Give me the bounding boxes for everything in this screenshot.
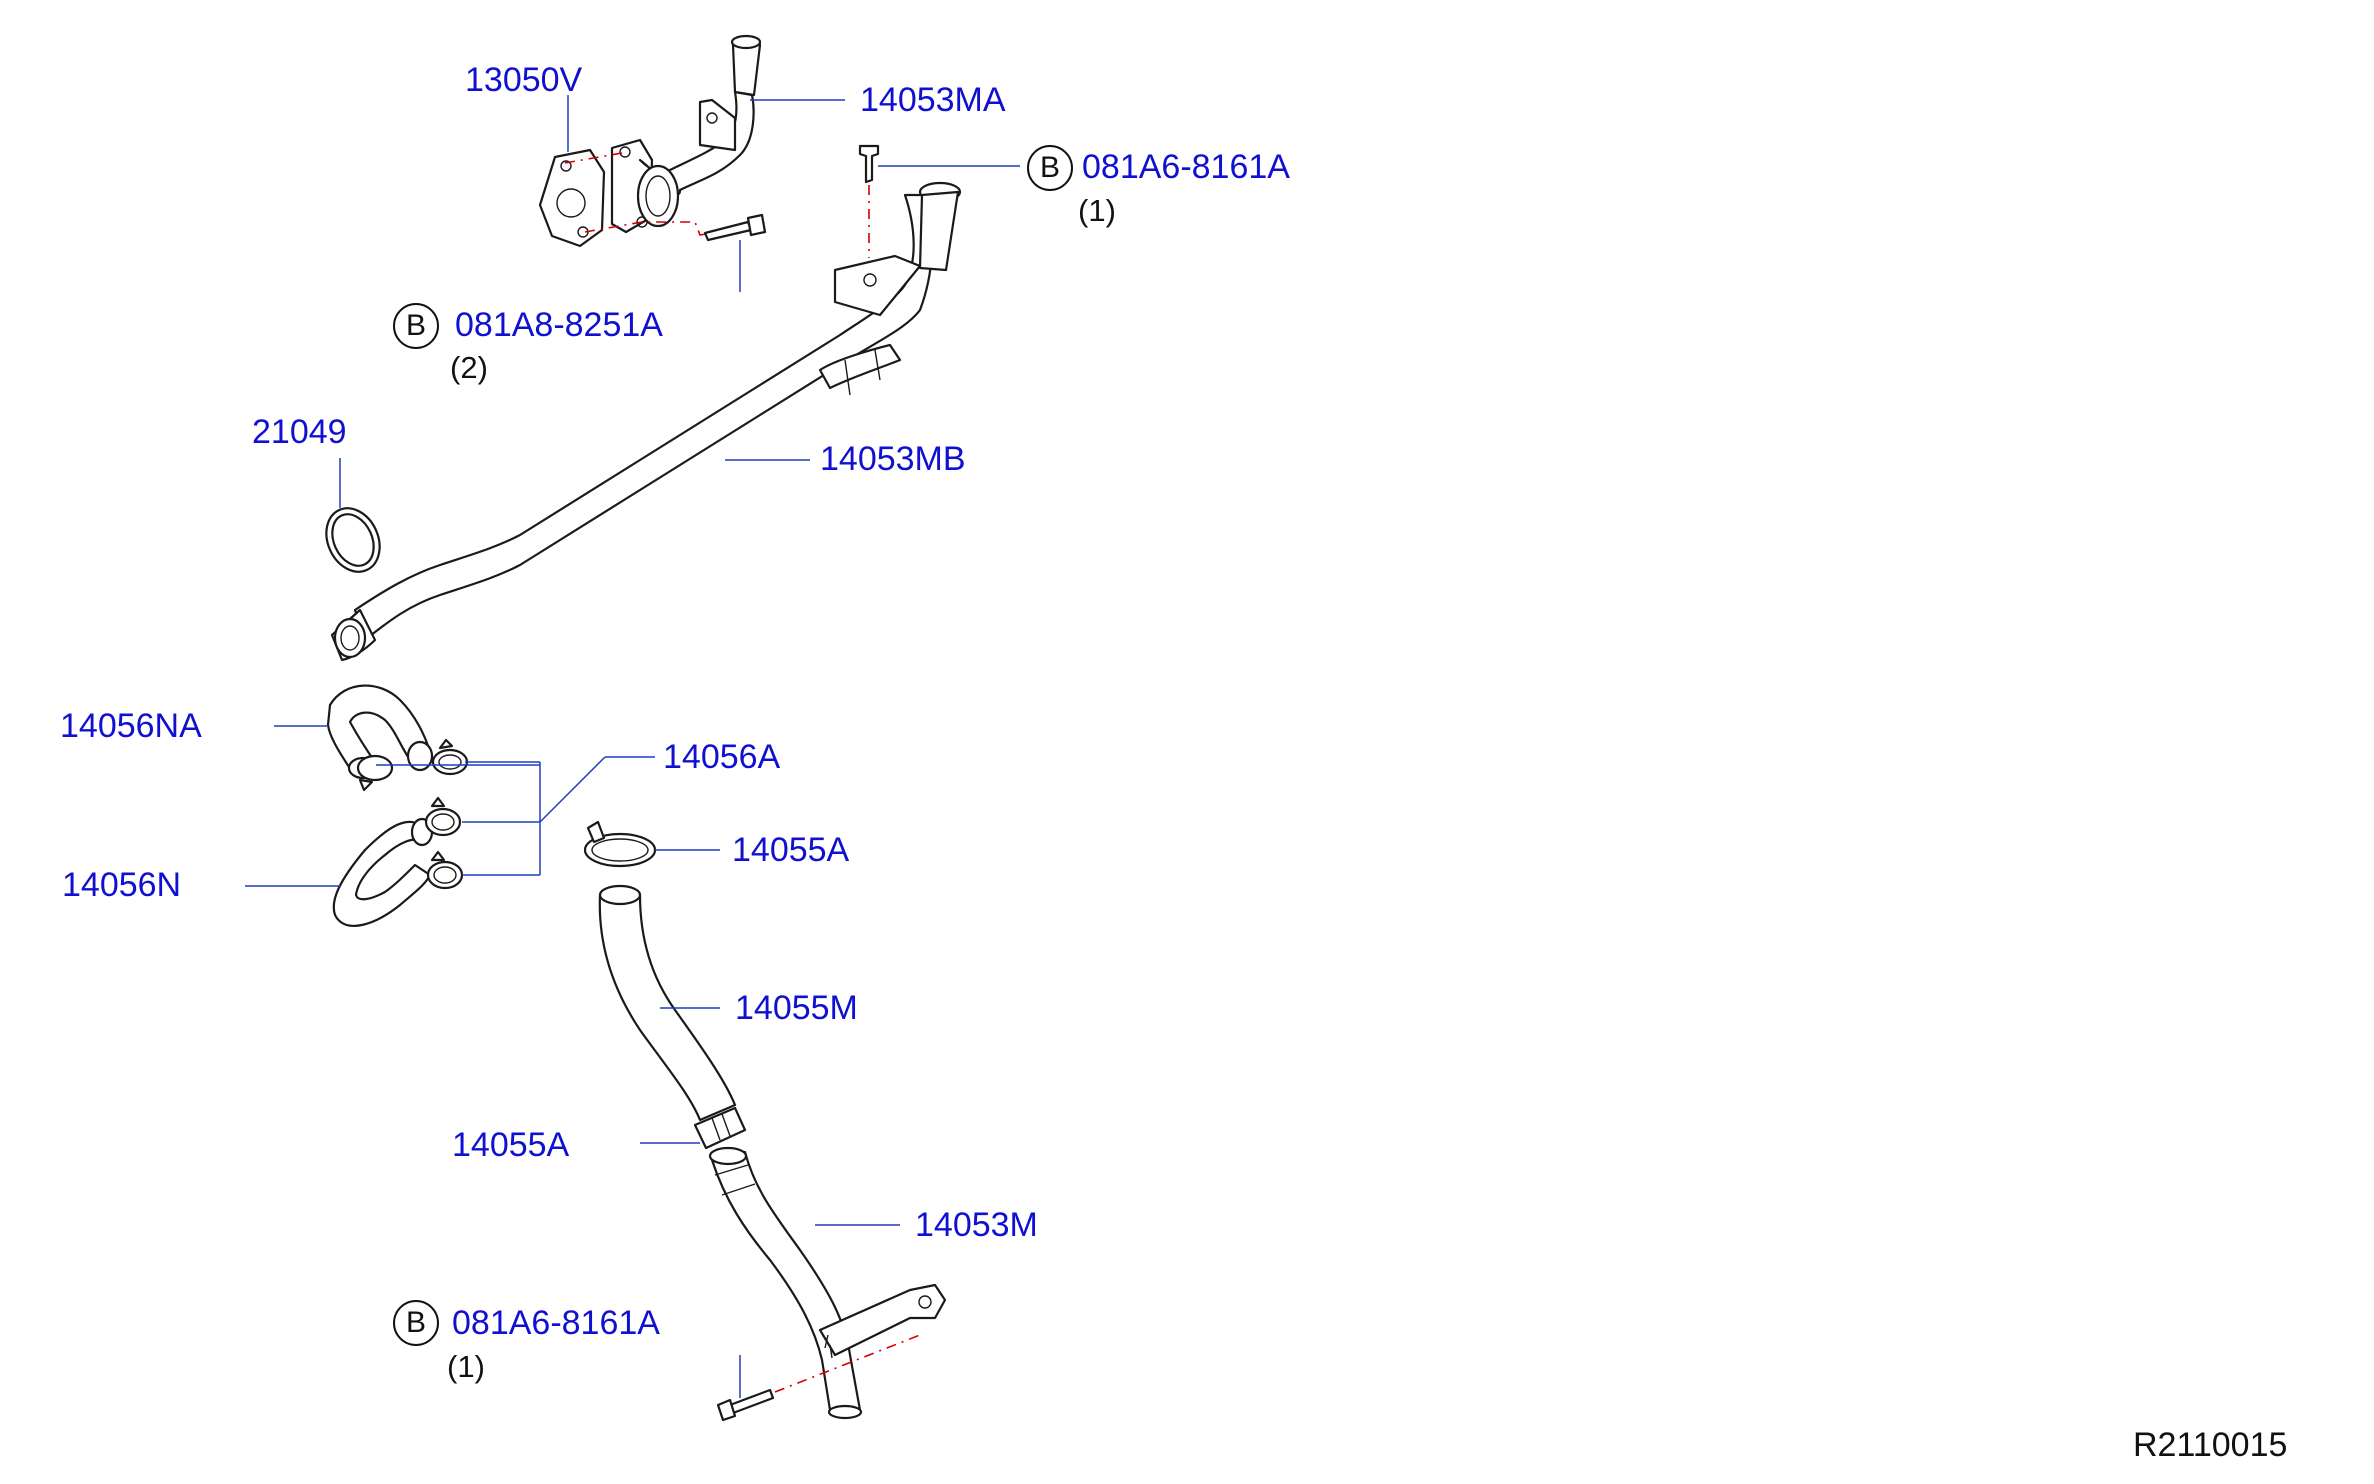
- gasket-13050v: [538, 148, 606, 248]
- label-081a6-8161a-bottom[interactable]: 081A6-8161A: [452, 1304, 660, 1342]
- label-14053m[interactable]: 14053M: [915, 1206, 1038, 1244]
- qty-081a8: (2): [450, 350, 488, 385]
- label-14053ma[interactable]: 14053MA: [860, 81, 1006, 119]
- bolt-marker-b-top: B: [1027, 145, 1073, 191]
- pipe-14053m: [708, 1146, 947, 1420]
- label-14056na[interactable]: 14056NA: [60, 707, 202, 745]
- outlet-pipe-14053ma: [610, 34, 762, 234]
- center-line-gasket-top: [564, 152, 623, 164]
- label-14053mb[interactable]: 14053MB: [820, 440, 966, 478]
- clamp-14055a-top: [583, 820, 657, 868]
- bolt-marker-b-bottom: B: [393, 1300, 439, 1346]
- label-081a8-8251a[interactable]: 081A8-8251A: [455, 306, 663, 344]
- clamp-14055a-bottom: [693, 1106, 747, 1150]
- diagram-reference-code: R2110015: [2133, 1426, 2288, 1464]
- water-pipe-14053mb: [330, 181, 962, 662]
- clamps-14056a: [356, 738, 469, 890]
- label-13050v[interactable]: 13050V: [465, 61, 583, 99]
- qty-081a6-bottom: (1): [447, 1349, 485, 1384]
- bolt-081a6-top: [858, 144, 880, 184]
- label-14055a-top[interactable]: 14055A: [732, 831, 850, 869]
- center-line-bolt-bottom: [774, 1334, 921, 1393]
- hose-14055m: [598, 884, 737, 1122]
- label-14055a-bottom[interactable]: 14055A: [452, 1126, 570, 1164]
- label-21049[interactable]: 21049: [252, 413, 347, 451]
- label-14056a[interactable]: 14056A: [663, 738, 781, 776]
- bolt-081a6-bottom: [716, 1388, 775, 1422]
- o-ring-21049: [325, 507, 381, 573]
- qty-081a6-top: (1): [1078, 193, 1116, 228]
- label-14055m[interactable]: 14055M: [735, 989, 858, 1027]
- label-14056n[interactable]: 14056N: [62, 866, 182, 904]
- bolt-marker-b-middle: B: [393, 303, 439, 349]
- leader-lines: [245, 95, 1020, 1398]
- bolt-081a8: [703, 213, 767, 242]
- hose-14056n: [332, 817, 434, 927]
- label-081a6-8161a-top[interactable]: 081A6-8161A: [1082, 148, 1290, 186]
